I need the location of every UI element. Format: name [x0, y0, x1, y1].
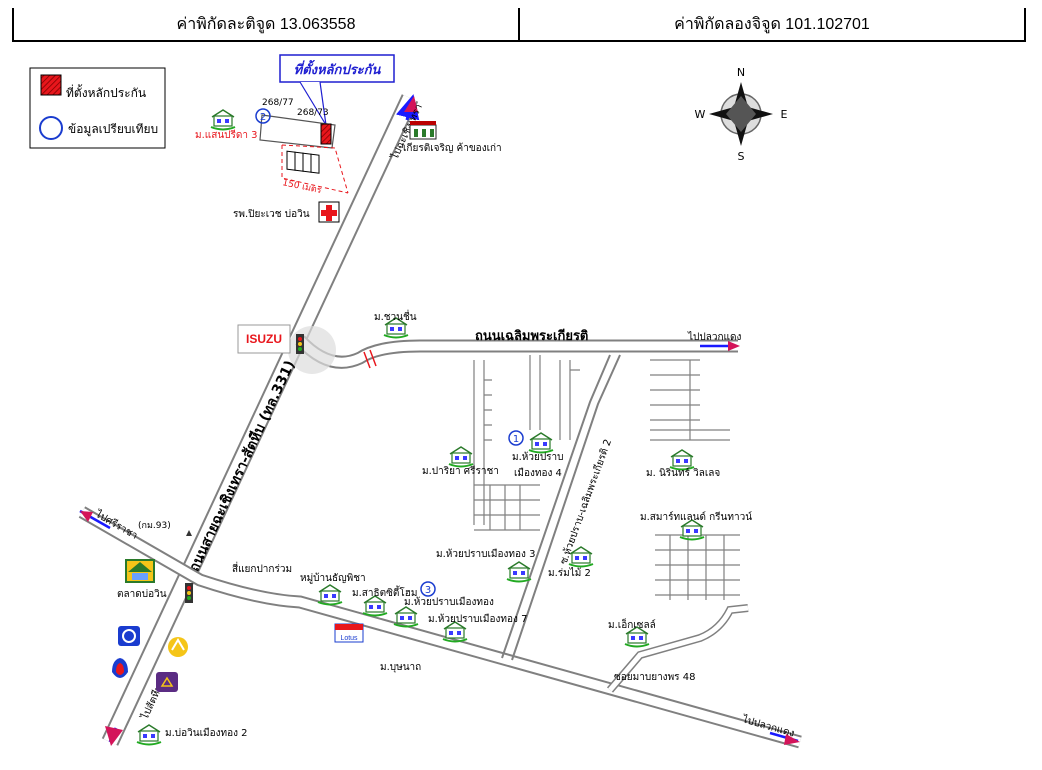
village-house-icon [136, 724, 162, 746]
talad-label: ตลาดบ่อวิน [117, 589, 167, 600]
isuzu-logo: ISUZU [237, 324, 291, 354]
coordinate-header: ค่าพิกัดละติจูด 13.063558 ค่าพิกัดลองจิจ… [12, 8, 1026, 42]
si-racha-road [78, 506, 802, 749]
km93-label: (กม.93) [138, 521, 171, 531]
kiat-charoen-label: เกียรติเจริญ ค้าของเก่า [403, 142, 502, 154]
comparison-markers: 2 1 3 [255, 108, 524, 597]
thanya-label: หมู่บ้านธัญพิชา [300, 572, 366, 584]
rommai-label: ม.ร่มไม้ 2 [548, 567, 591, 579]
latitude-cell: ค่าพิกัดละติจูด 13.063558 [176, 15, 356, 33]
callout-pointer [299, 81, 327, 126]
compass-south: S [738, 150, 745, 163]
comparison-circle-icon [39, 116, 63, 140]
soi-mab-road [606, 604, 749, 693]
marker-3-number: 3 [425, 585, 431, 596]
main-highway-road [101, 94, 420, 746]
soi-mab-label: ซอยมาบยางพร 48 [614, 672, 695, 683]
marker-1-number: 1 [513, 434, 519, 445]
site-callout: ที่ตั้งหลักประกัน [279, 54, 395, 126]
shop-icon [409, 121, 437, 140]
distance-label: 150 เมตร [281, 178, 322, 196]
collateral-swatch-icon [40, 74, 62, 96]
collateral-marker-icon [320, 123, 332, 145]
compass-north: N [737, 66, 745, 79]
village-house-icon [506, 561, 532, 583]
comparison-marker-2 [255, 108, 271, 124]
compass-west: W [695, 108, 706, 121]
compass-rose: N S E W [695, 66, 788, 163]
legend-comparison-label: ข้อมูลเปรียบเทียบ [68, 122, 158, 137]
saen-prida-label: ม.แสนปรีดา 3 [195, 129, 258, 141]
bowin-mt-label: ม.บ่อวินเมืองทอง 2 [165, 727, 248, 739]
callout-box [279, 54, 395, 83]
to-pluak-daeng-top-label: ไปปลวกแดง [687, 331, 741, 343]
traffic-light-icon [185, 583, 193, 603]
main-highway-label: ถนนสายฉะเชิงเทรา-สัตหีบ (ทล.331) [186, 358, 298, 574]
village-house-icon [210, 109, 236, 131]
chaloem-road-label: ถนนเฉลิมพระเกียรติ [475, 328, 588, 344]
bank-logo-purple-icon [156, 672, 178, 692]
marker-2-number: 2 [260, 112, 266, 123]
priya-label: ม.ปาริยา ศรีราชา [422, 465, 499, 477]
km-marker-icon [186, 530, 192, 536]
excel-label: ม.เอ็กเซลล์ [608, 617, 656, 631]
village-house-icon [448, 446, 474, 468]
narin-label: ม. นิรินทร์ วิลเลจ [646, 467, 720, 479]
village-house-icon [317, 584, 343, 606]
tesco-text: Lotus [340, 635, 358, 642]
hospital-label: รพ.ปิยะเวช บ่อวิน [233, 209, 310, 220]
huai-prap-3-label: ม.ห้วยปราบเมืองทอง 3 [436, 548, 535, 560]
legend-collateral-label: ที่ตั้งหลักประกัน [66, 84, 146, 100]
huai-prap-soi [501, 354, 621, 661]
huai-prap-7-label: ม.ห้วยปราบเมืองทอง 7 [428, 613, 527, 625]
compass-east: E [781, 108, 788, 121]
hospital-icon [318, 201, 340, 223]
sathit-label: ม.สาธิตซิตี้โฮม [352, 585, 417, 599]
smart-label: ม.สมาร์ทแลนด์ กรีนทาวน์ [640, 511, 752, 523]
comparison-marker-3 [420, 581, 436, 597]
tesco-logo: Lotus [334, 623, 364, 643]
longitude-cell: ค่าพิกัดลองจิจูด 101.102701 [518, 8, 1024, 40]
butsana-label: ม.บุษนาถ [380, 662, 421, 673]
comparison-marker-1 [508, 430, 524, 446]
chuan-chuen-label: ม.ชวนชื่น [374, 309, 417, 323]
callout-label: ที่ตั้งหลักประกัน [294, 59, 382, 78]
huai-prap-1b-label: เมืองทอง 4 [514, 467, 562, 479]
huai-prap-mt-label: ม.ห้วยปราบเมืองทอง [404, 596, 494, 608]
village-house-icon [393, 606, 419, 628]
market-icon [125, 559, 155, 583]
plot-a-label: 268/77 [262, 98, 294, 108]
village-house-icon [528, 432, 554, 454]
bank-logo-blue-icon [118, 626, 140, 646]
village-icons [136, 109, 705, 746]
site-plot [259, 114, 349, 194]
intersection-label: สี่แยกปากร่วม [232, 561, 292, 575]
huai-prap-1-label: ม.ห้วยปราบ [512, 451, 564, 463]
ptt-logo-icon [112, 658, 128, 678]
bank-logo-yellow-icon [168, 637, 188, 657]
legend: ที่ตั้งหลักประกัน ข้อมูลเปรียบเทียบ [29, 67, 166, 149]
isuzu-text: ISUZU [246, 332, 282, 346]
village-house-icon [669, 449, 695, 471]
traffic-light-icon [296, 334, 304, 354]
plot-b-label: 268/73 [297, 108, 329, 118]
distance-line [281, 144, 349, 194]
